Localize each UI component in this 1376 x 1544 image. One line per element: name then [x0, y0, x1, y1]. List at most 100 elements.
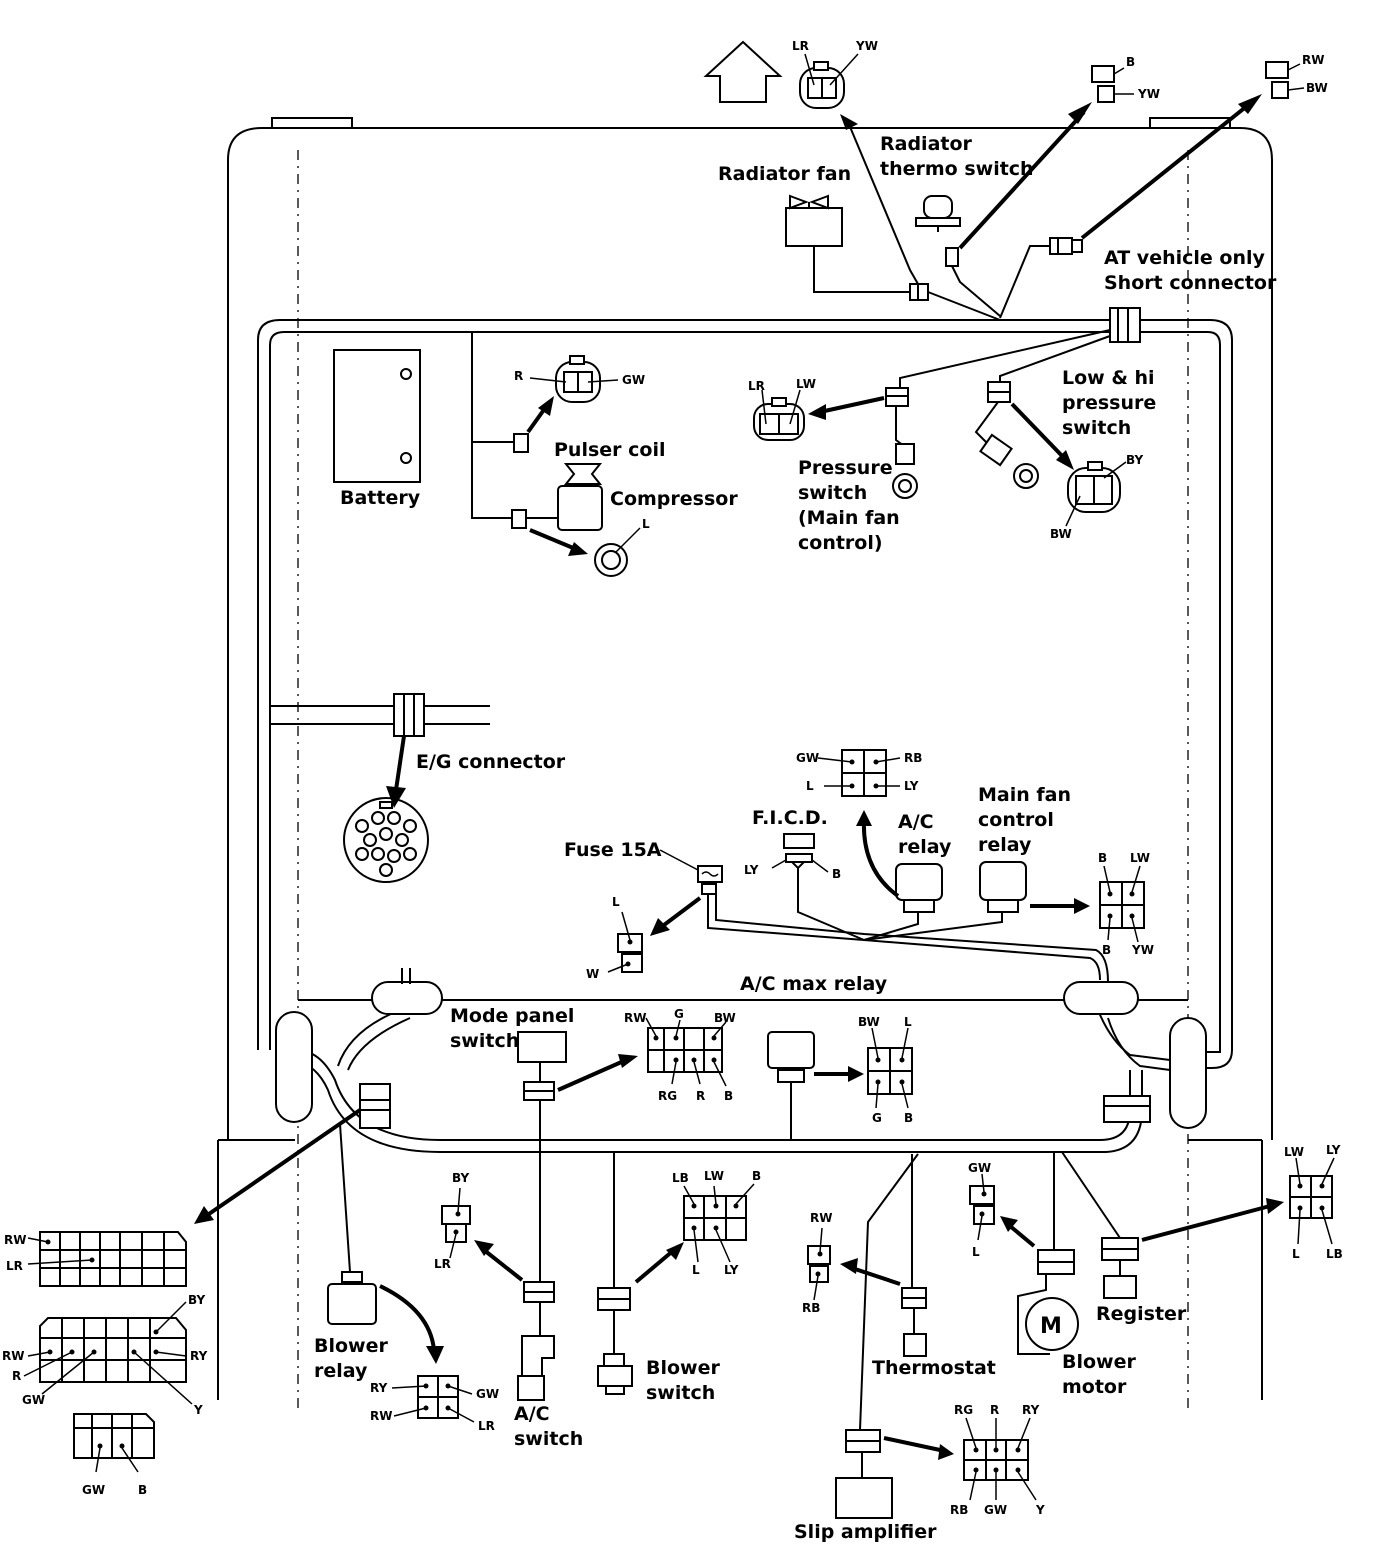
blower-relay-connector — [391, 1375, 475, 1423]
pin-label: L — [692, 1263, 700, 1277]
ac-relay-label-2: relay — [898, 836, 952, 858]
front-arrow-icon — [703, 40, 783, 103]
body-outline — [217, 117, 1273, 1410]
pin-label: LY — [904, 779, 919, 793]
mode-panel-label-1: Mode panel — [450, 1005, 574, 1027]
eg-connector — [270, 693, 490, 883]
pin-label: GW — [984, 1503, 1007, 1517]
pin-label: RW — [370, 1409, 392, 1423]
pin-label: LY — [724, 1263, 739, 1277]
compressor-label: Compressor — [610, 488, 738, 510]
pin-label: RW — [1302, 53, 1324, 67]
pressure-switch-label-2: switch — [798, 482, 867, 504]
pin-label: BY — [452, 1171, 469, 1185]
ac-switch-connector — [441, 1187, 471, 1259]
blower-motor-connector — [969, 1173, 995, 1241]
ac-relay-connector — [817, 749, 901, 797]
pin-label: LB — [1326, 1247, 1343, 1261]
at-short-connector — [999, 94, 1262, 319]
lowhi-connector — [1065, 461, 1127, 527]
ac-relay-label-1: A/C — [898, 811, 934, 833]
slip-amplifier-label: Slip amplifier — [794, 1521, 937, 1543]
fuse-label: Fuse 15A — [564, 839, 662, 861]
pin-label: BW — [714, 1011, 736, 1025]
pin-label: GW — [968, 1161, 991, 1175]
thermostat-connector — [807, 1227, 831, 1301]
main-fan-relay-label-2: control — [978, 809, 1054, 831]
slip-amplifier — [835, 1153, 954, 1519]
pin-label: B — [832, 867, 841, 881]
pin-label: LR — [748, 379, 765, 393]
pin-label: B — [752, 1169, 761, 1183]
ac-switch-label-2: switch — [514, 1428, 583, 1450]
fuse-connector — [607, 911, 643, 973]
pin-label: BY — [1126, 453, 1143, 467]
ac-max-relay-label: A/C max relay — [740, 973, 888, 995]
pin-label: RY — [190, 1349, 208, 1363]
pulser-coil-label: Pulser coil — [554, 439, 666, 461]
mode-connector — [645, 1017, 727, 1087]
thermo-connector — [1091, 65, 1134, 103]
pin-label: RG — [658, 1089, 677, 1103]
pin-label: RW — [2, 1349, 24, 1363]
pulser-connector — [529, 355, 619, 403]
main-fan-relay-label-3: relay — [978, 834, 1032, 856]
pin-labels: LR YW B YW RW BW R GW L LR LW BY BW GW R… — [2, 39, 1343, 1517]
main-fan-relay — [863, 861, 1090, 941]
eg-pins — [355, 811, 417, 877]
pin-label: YW — [1137, 87, 1160, 101]
mode-panel-switch — [517, 1031, 638, 1152]
main-fan-connector — [1099, 865, 1145, 943]
pin-label: GW — [22, 1393, 45, 1407]
pin-label: L — [972, 1245, 980, 1259]
pin-label: LR — [478, 1419, 495, 1433]
pin-label: B — [138, 1483, 147, 1497]
thermostat-label: Thermostat — [872, 1357, 996, 1379]
pin-label: Y — [1035, 1503, 1045, 1517]
fuse — [650, 849, 1109, 983]
pin-label: RG — [954, 1403, 973, 1417]
pin-label: B — [1126, 55, 1135, 69]
pin-label: YW — [1131, 943, 1154, 957]
main-harness — [257, 319, 1233, 1153]
pin-label: R — [514, 369, 523, 383]
battery-label: Battery — [340, 487, 421, 509]
compressor — [511, 463, 641, 577]
blower-relay — [327, 1123, 444, 1364]
fan-connector — [799, 53, 859, 109]
at-connector — [1265, 61, 1305, 99]
mode-panel-label-2: switch — [450, 1030, 519, 1052]
blower-switch — [597, 1152, 684, 1395]
pin-label: LY — [1326, 1143, 1341, 1157]
slip-connector — [963, 1417, 1037, 1501]
motor-symbol: M — [1040, 1314, 1062, 1339]
radiator-thermo-label-1: Radiator — [880, 133, 973, 155]
blower-motor-label-2: motor — [1062, 1376, 1127, 1398]
at-note-label-1: AT vehicle only — [1104, 247, 1265, 269]
pin-label: R — [990, 1403, 999, 1417]
pin-label: RW — [810, 1211, 832, 1225]
pin-label: B — [904, 1111, 913, 1125]
pin-label: L — [642, 517, 650, 531]
radiator-fan-label: Radiator fan — [718, 163, 851, 185]
blower-switch-connector — [683, 1183, 755, 1263]
thermo-switch — [915, 102, 1092, 317]
pin-label: L — [1292, 1247, 1300, 1261]
pin-label: B — [1102, 943, 1111, 957]
pin-label: L — [612, 895, 620, 909]
at-note-label-2: Short connector — [1104, 272, 1277, 294]
pin-label: RW — [624, 1011, 646, 1025]
pressure-switch-label-4: control) — [798, 532, 883, 554]
eg-connector-label: E/G connector — [416, 751, 566, 773]
main-fan-relay-label-1: Main fan — [978, 784, 1071, 806]
ac-max-relay — [767, 1031, 864, 1140]
pin-label: G — [674, 1007, 684, 1021]
pin-label: R — [696, 1089, 705, 1103]
pressure-switch-label-1: Pressure — [798, 457, 893, 479]
pin-label: LB — [672, 1171, 689, 1185]
pin-label: RB — [802, 1301, 820, 1315]
harness-connector-b — [23, 1301, 193, 1405]
pin-label: BY — [188, 1293, 205, 1307]
lowhi-label-3: switch — [1062, 417, 1131, 439]
